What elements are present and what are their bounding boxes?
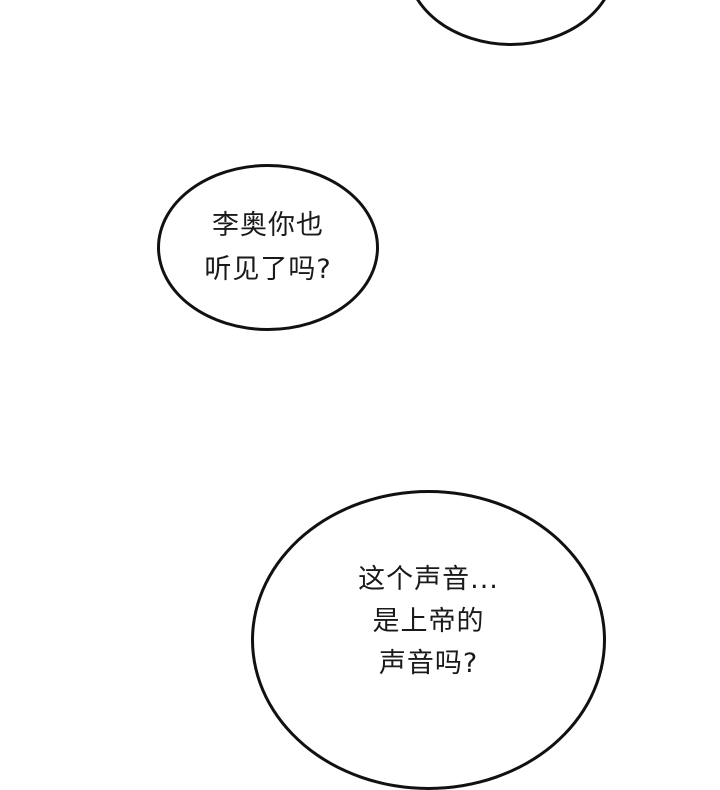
speech-bubble-bottom: 这个声音... 是上帝的 声音吗?	[251, 490, 606, 790]
speech-bubble-top	[405, 0, 617, 46]
speech-line: 声音吗?	[378, 648, 479, 679]
speech-text: 这个声音... 是上帝的 声音吗?	[358, 559, 499, 685]
speech-text: 李奥你也 听见了吗?	[204, 204, 331, 292]
speech-line: 李奥你也	[212, 209, 324, 241]
speech-line: 是上帝的	[372, 606, 485, 637]
speech-line: 听见了吗?	[204, 253, 332, 285]
speech-line: 这个声音...	[358, 564, 499, 595]
speech-bubble-middle: 李奥你也 听见了吗?	[157, 164, 379, 331]
